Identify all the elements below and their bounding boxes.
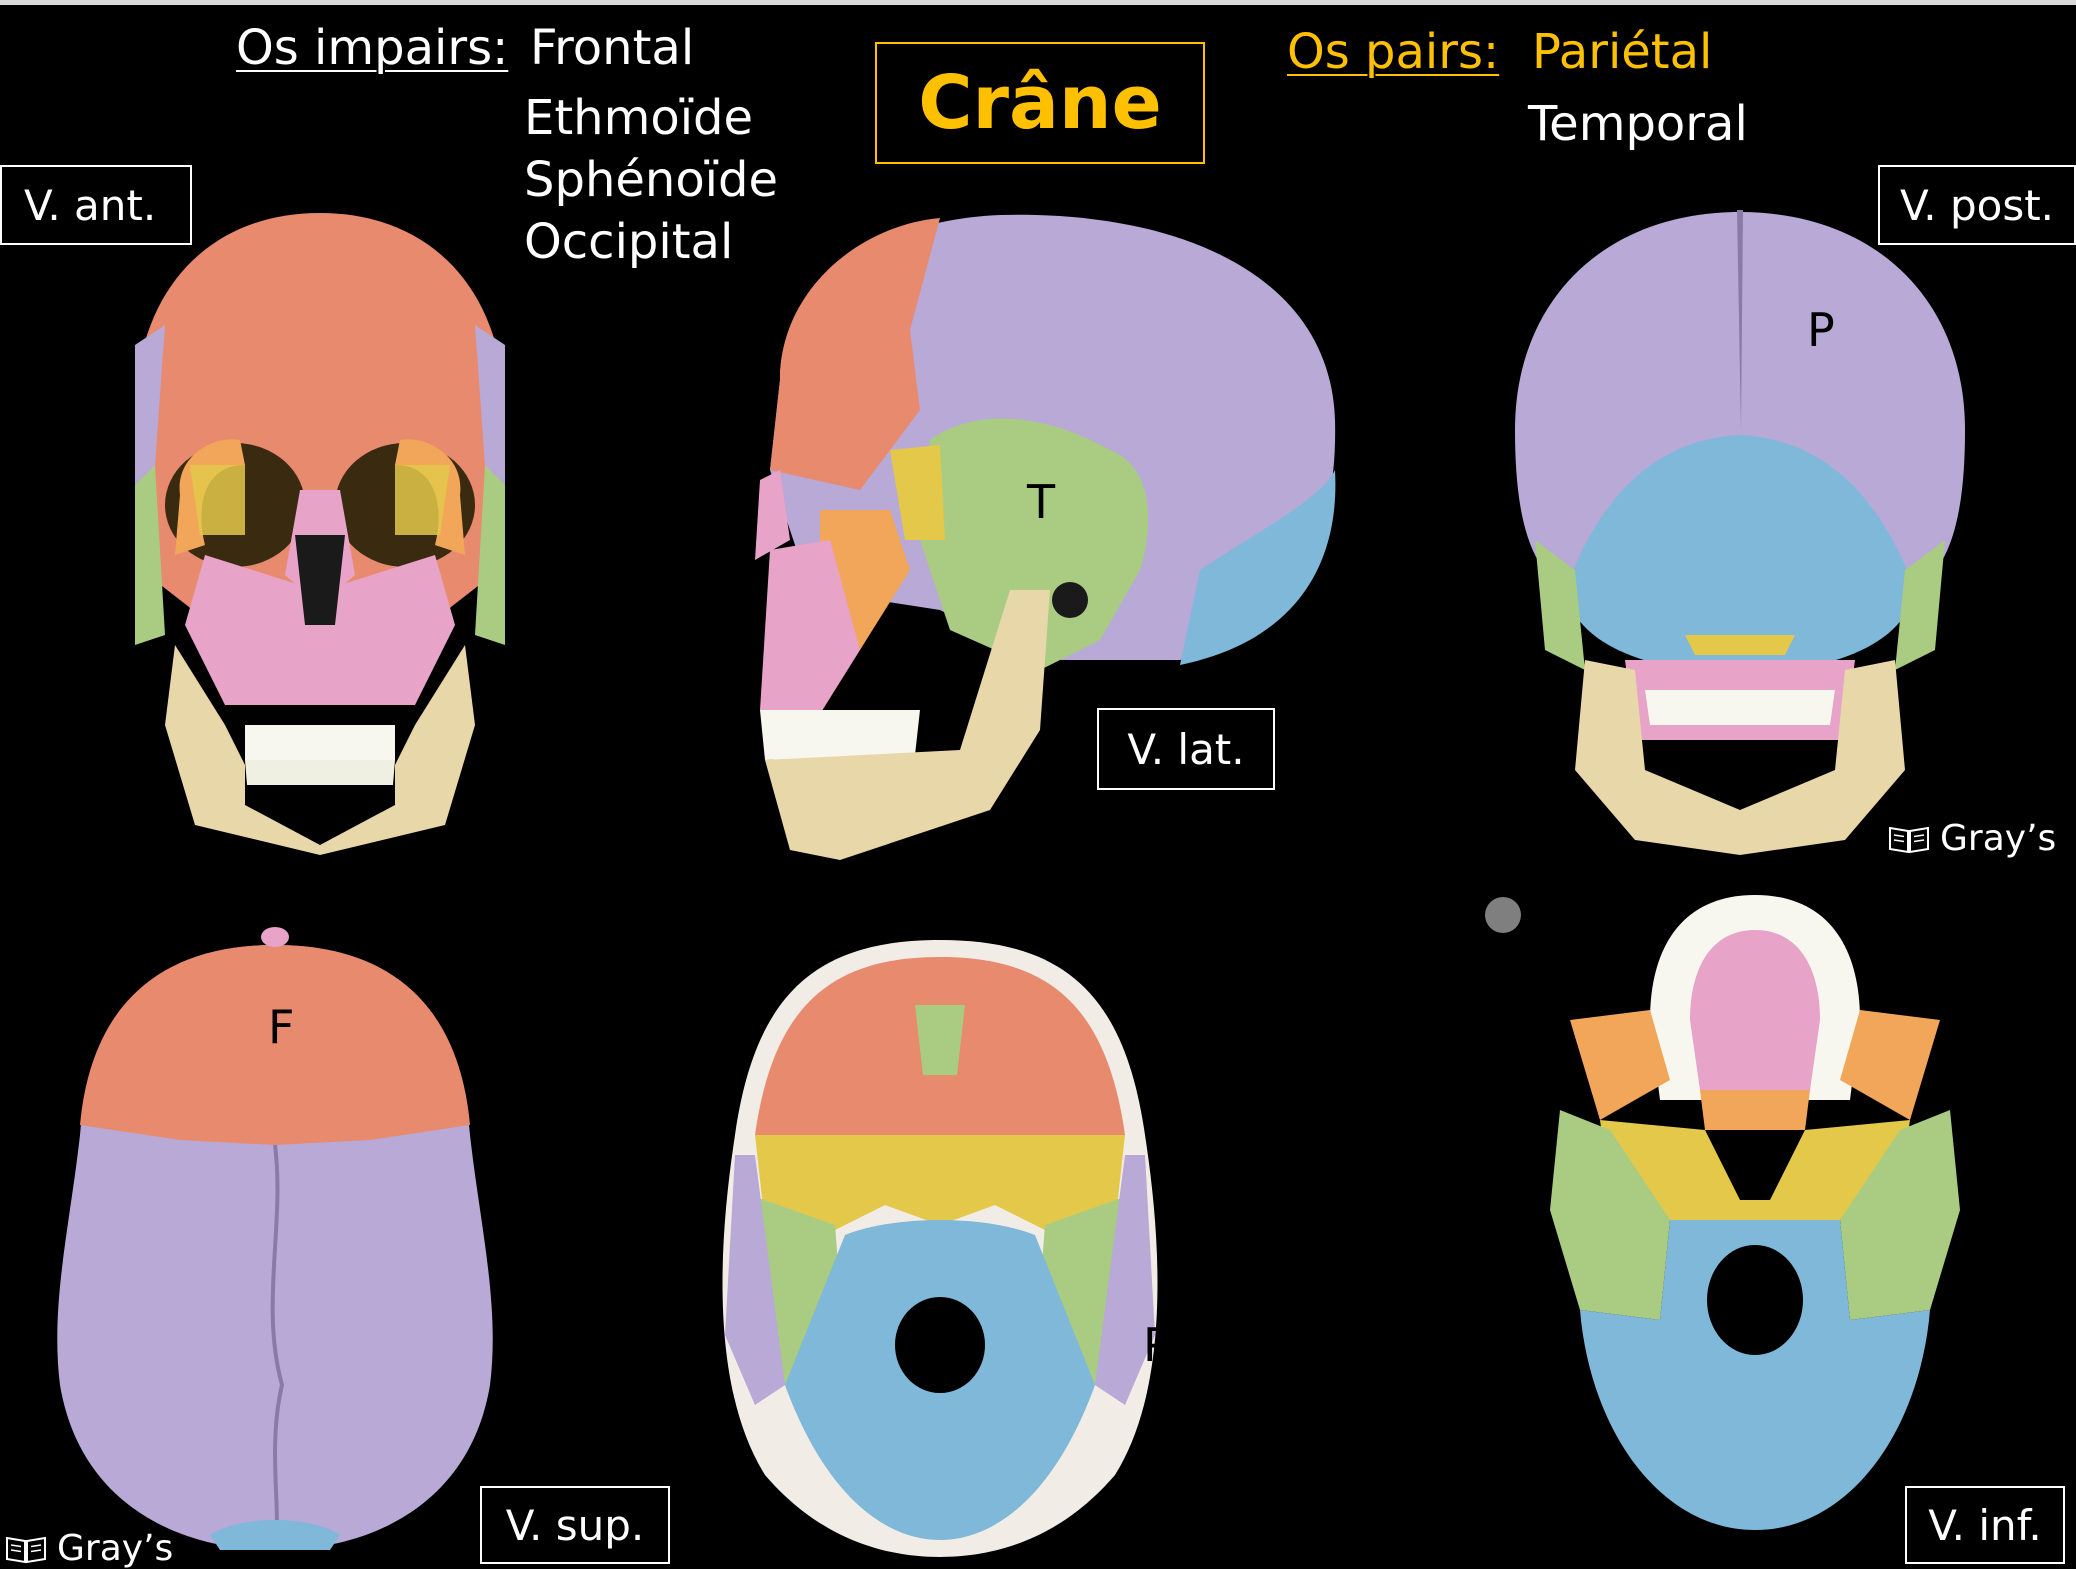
source-credit-text: Gray’s: [57, 1528, 174, 1569]
source-credit-text: Gray’s: [1940, 818, 2057, 859]
bone-name-parietal: Pariétal: [1532, 24, 1713, 80]
temporal-bone-label: T: [1027, 475, 1056, 529]
skull-inferior-view: [1550, 895, 1960, 1530]
view-label-lateral: V. lat.: [1097, 708, 1275, 790]
view-label-anterior: V. ant.: [0, 165, 192, 245]
skull-superior-view: [57, 927, 493, 1550]
page-title-box: Crâne: [875, 42, 1205, 164]
skull-posterior-view: [1515, 210, 1965, 855]
source-credit-bottom: Gray’s: [5, 1528, 173, 1569]
parietal-bone-label-interior: P: [1143, 1318, 1171, 1372]
paired-bones-label: Os pairs:: [1287, 24, 1500, 80]
bone-name-temporal: Temporal: [1528, 96, 1748, 152]
bone-name-occipital: Occipital: [524, 214, 734, 270]
bone-name-sphenoid: Sphénoïde: [524, 152, 779, 208]
top-border-line: [0, 0, 2076, 5]
skull-anterior-view: [135, 213, 505, 855]
skull-interior-base-view: [722, 940, 1158, 1557]
view-label-inferior: V. inf.: [1905, 1486, 2065, 1564]
pointer-dot: [1485, 897, 1521, 933]
unpaired-bones-label: Os impairs:: [236, 20, 509, 76]
view-label-posterior: V. post.: [1878, 165, 2076, 245]
page-title: Crâne: [918, 60, 1162, 146]
bone-name-frontal: Frontal: [530, 20, 695, 76]
parietal-bone-label-posterior: P: [1807, 303, 1835, 357]
bone-name-ethmoid: Ethmoïde: [524, 90, 754, 146]
frontal-bone-label: F: [268, 1000, 295, 1054]
source-credit-top: Gray’s: [1888, 818, 2056, 859]
book-icon: [6, 1536, 46, 1563]
view-label-superior: V. sup.: [480, 1486, 670, 1564]
book-icon: [1889, 826, 1929, 853]
skull-lateral-view: [755, 214, 1336, 860]
